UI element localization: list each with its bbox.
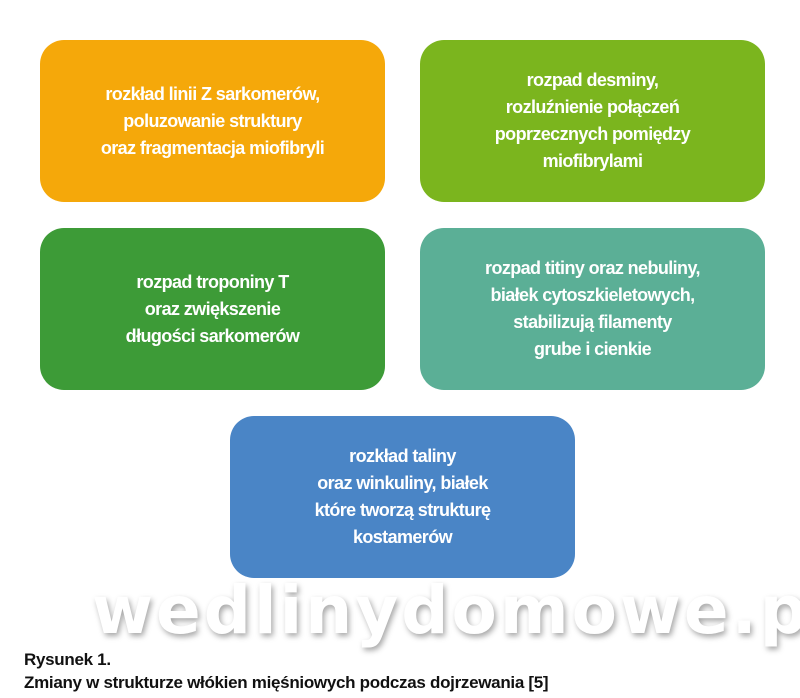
box-text-line: które tworzą strukturę: [314, 500, 491, 520]
box-text-line: rozkład taliny: [349, 446, 456, 466]
box-text-line: rozluźnienie połączeń: [505, 97, 680, 117]
box-z-line-breakdown: rozkład linii Z sarkomerów, poluzowanie …: [40, 40, 385, 202]
box-text-line: oraz fragmentacja miofibryli: [100, 137, 325, 158]
box-text-line: grube i cienkie: [533, 339, 652, 359]
box-text-line: poprzecznych pomiędzy: [494, 124, 691, 144]
box-text-line: rozpad titiny oraz nebuliny,: [485, 258, 700, 278]
box-text-line: miofibrylami: [542, 151, 643, 171]
box-text-line: białek cytoszkieletowych,: [490, 285, 695, 305]
box-troponin-breakdown: rozpad troponiny T oraz zwiększenie dług…: [40, 228, 385, 390]
box-text-line: rozpad troponiny T: [136, 271, 289, 292]
box-text-line: długości sarkomerów: [125, 325, 300, 346]
box-text-line: oraz winkuliny, białek: [317, 473, 488, 493]
box-text-line: poluzowanie struktury: [123, 110, 302, 131]
box-text-line: oraz zwiększenie: [144, 298, 281, 319]
box-talin-breakdown: rozkład taliny oraz winkuliny, białek kt…: [230, 416, 575, 578]
box-text-line: rozpad desminy,: [526, 70, 659, 90]
box-text-line: kostamerów: [352, 527, 453, 547]
box-text-line: stabilizują filamenty: [513, 312, 672, 332]
box-desmin-breakdown: rozpad desminy, rozluźnienie połączeń po…: [420, 40, 765, 202]
caption-title: Zmiany w strukturze włókien mięśniowych …: [24, 673, 549, 692]
box-titin-breakdown: rozpad titiny oraz nebuliny, białek cyto…: [420, 228, 765, 390]
caption-label: Rysunek 1.: [24, 650, 111, 669]
box-text-line: rozkład linii Z sarkomerów,: [105, 83, 320, 104]
watermark: wedlinydomowe.pl: [92, 572, 800, 649]
